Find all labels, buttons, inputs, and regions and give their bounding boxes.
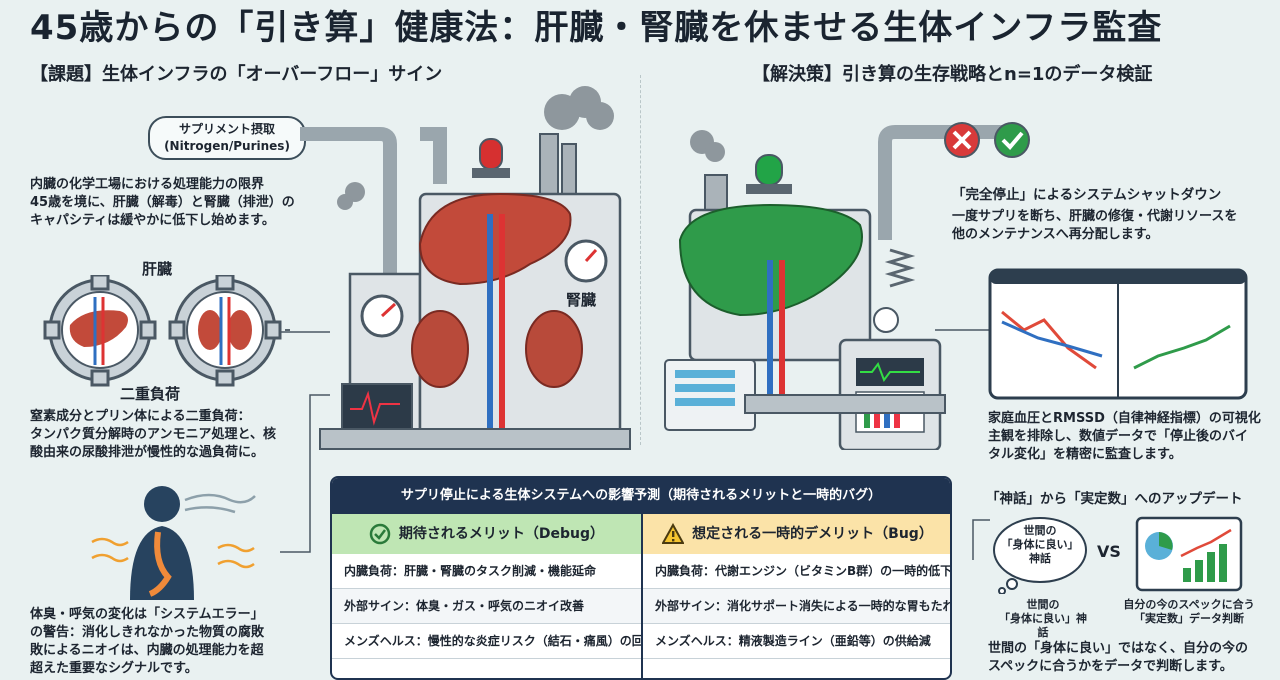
breath-wave-icon — [184, 493, 256, 514]
left-connector-lines — [280, 331, 330, 553]
odor-line2: の警告：消化しきれなかった物質の腐敗 — [30, 625, 265, 640]
person-breath-illustration — [91, 486, 256, 600]
bubble-line3: 神話 — [1029, 552, 1051, 565]
merit-column: 期待されるメリット（Debug） 内臓負荷：肝臓・腎臓のタスク削減・機能延命 外… — [332, 514, 641, 678]
update-heading: 「神話」から「実定数」へのアップデート — [986, 491, 1243, 507]
merit-header-label: 期待されるメリット（Debug） — [398, 526, 605, 542]
factory-kidney-label: 腎臓 — [566, 291, 597, 309]
vitals-line1: 家庭血圧とRMSSD（自律神経指標）の可視化 — [988, 411, 1261, 426]
bottom-right-text: 世間の「身体に良い」ではなく、自分の今の スペックに合うかをデータで判断します。 — [988, 640, 1248, 676]
double-load-line3: 酸由来の尿酸排泄が慢性的な過負荷に。 — [30, 445, 265, 460]
odor-wave-icon — [91, 537, 255, 569]
shutdown-text: 一度サプリを断ち、肝臓の修復・代謝リソースを 他のメンテナンスへ再分配します。 — [952, 208, 1237, 244]
merit-row: メンズヘルス：慢性的な炎症リスク（結石・痛風）の回避 — [332, 624, 641, 659]
organ-gears-illustration — [43, 275, 290, 387]
coil-spring-icon — [884, 248, 916, 288]
smoke-icon-small — [690, 130, 725, 162]
spec-caption-line1: 自分の今のスペックに合う — [1123, 598, 1255, 611]
intro-line3: キャパシティは緩やかに低下し始めます。 — [30, 213, 275, 228]
kidney-icon-left — [411, 310, 469, 388]
demerit-header: 想定される一時的デメリット（Bug） — [643, 514, 950, 554]
small-gauge-icon — [873, 307, 899, 333]
demerit-row: メンズヘルス：精液製造ライン（亜鉛等）の供給減 — [643, 624, 950, 659]
shutdown-title: 「完全停止」によるシステムシャットダウン — [952, 187, 1222, 203]
overloaded-factory-illustration — [300, 86, 631, 450]
demerit-header-label: 想定される一時的デメリット（Bug） — [692, 526, 933, 542]
center-divider — [640, 75, 641, 445]
bubble-line2: 「身体に良い」 — [1001, 538, 1079, 551]
vitals-line2: 主観を排除し、数値データで「停止後のバイ — [988, 429, 1249, 444]
myth-caption-line2: 「身体に良い」神話 — [999, 612, 1087, 639]
intro-line1: 内臓の化学工場における処理能力の限界 — [30, 177, 265, 192]
demerit-column: 想定される一時的デメリット（Bug） 内臓負荷：代謝エンジン（ビタミンB群）の一… — [641, 514, 950, 678]
odor-line3: 敗によるニオイは、内臓の処理能力を超 — [30, 643, 264, 658]
liver-icon — [418, 192, 572, 286]
supplement-pill-line1: サプリメント摂取 — [178, 122, 275, 136]
monitor-screen-icon — [341, 383, 413, 430]
intro-text: 内臓の化学工場における処理能力の限界 45歳を境に、肝臓（解毒）と腎臓（排泄）の… — [30, 176, 295, 230]
demerit-row: 外部サイン：消化サポート消失による一時的な胃もたれ — [643, 589, 950, 624]
left-section-heading: 【課題】生体インフラの「オーバーフロー」サイン — [30, 64, 443, 85]
spec-caption: 自分の今のスペックに合う 「実定数」データ判断 — [1114, 598, 1264, 626]
shutdown-line1: 一度サプリを断ち、肝臓の修復・代謝リソースを — [952, 209, 1238, 224]
supplement-pill-line2: (Nitrogen/Purines) — [164, 139, 290, 153]
spec-caption-line2: 「実定数」データ判断 — [1134, 612, 1244, 625]
cross-icon — [944, 122, 980, 158]
recovery-trend-line — [1133, 324, 1231, 370]
vs-label: VS — [1097, 542, 1121, 561]
vitals-text: 家庭血圧とRMSSD（自律神経指標）の可視化 主観を排除し、数値データで「停止後… — [988, 410, 1261, 464]
bottom-right-line1: 世間の「身体に良い」ではなく、自分の今の — [988, 641, 1249, 656]
kidney-icon-right — [525, 310, 583, 388]
kidney-gear-icon — [168, 275, 282, 387]
recovered-factory-illustration — [664, 125, 1020, 450]
intro-line2: 45歳を境に、肝臓（解毒）と腎臓（排泄）の — [30, 195, 295, 210]
double-load-text: 窒素成分とプリン体による二重負荷： タンパク質分解時のアンモニア処理と、核 酸由… — [30, 408, 276, 462]
double-load-line2: タンパク質分解時のアンモニア処理と、核 — [30, 427, 276, 442]
merit-row: 外部サイン：体臭・ガス・呼気のニオイ改善 — [332, 589, 641, 624]
spec-data-card-icon — [1135, 516, 1243, 592]
right-connector-lines — [935, 329, 990, 560]
status-light-icon — [755, 154, 783, 186]
rmssd-decline-line — [1001, 320, 1103, 358]
check-circle-icon — [369, 523, 391, 545]
supplement-pill: サプリメント摂取 (Nitrogen/Purines) — [148, 116, 306, 160]
myth-bubble-text: 世間の 「身体に良い」 神話 — [995, 524, 1085, 566]
shutdown-line2: 他のメンテナンスへ再分配します。 — [952, 227, 1159, 242]
vitals-line3: タル変化」を精密に監査します。 — [988, 447, 1182, 462]
bottom-right-line2: スペックに合うかをデータで判断します。 — [988, 659, 1233, 674]
liver-label: 肝臓 — [142, 260, 173, 278]
impact-forecast-panel: サプリ停止による生体システムへの影響予測（期待されるメリットと一時的バグ） 期待… — [330, 476, 952, 680]
right-section-heading: 【解決策】引き算の生存戦略とn=1のデータ検証 — [752, 64, 1153, 85]
page-title: 45歳からの「引き算」健康法：肝臓・腎臓を休ませる生体インフラ監査 — [30, 8, 1163, 48]
alarm-light-icon — [479, 138, 503, 170]
odor-line4: 超えた重要なシグナルです。 — [30, 661, 198, 676]
demerit-row: 内臓負荷：代謝エンジン（ビタミンB群）の一時的低下 — [643, 554, 950, 589]
double-load-line1: 窒素成分とプリン体による二重負荷： — [30, 409, 251, 424]
odor-line1: 体臭・呼気の変化は「システムエラー」 — [30, 607, 264, 622]
merit-header: 期待されるメリット（Debug） — [332, 514, 641, 554]
smoke-icon — [337, 86, 614, 210]
warning-icon — [662, 523, 685, 544]
vitals-dashboard-illustration — [988, 268, 1248, 400]
check-icon — [994, 122, 1030, 158]
merit-row: 内臓負荷：肝臓・腎臓のタスク削減・機能延命 — [332, 554, 641, 589]
blood-pressure-trend-line — [1001, 310, 1097, 370]
thought-bubble-icon — [993, 517, 1087, 594]
odor-text: 体臭・呼気の変化は「システムエラー」 の警告：消化しきれなかった物質の腐敗 敗に… — [30, 606, 264, 678]
double-load-label: 二重負荷 — [120, 385, 181, 403]
bubble-line1: 世間の — [1023, 524, 1057, 537]
myth-caption-line1: 世間の — [1026, 598, 1060, 611]
myth-caption: 世間の 「身体に良い」神話 — [998, 598, 1088, 640]
stop-go-icons — [944, 122, 1030, 158]
liver-gear-icon — [43, 275, 157, 387]
panel-title: サプリ停止による生体システムへの影響予測（期待されるメリットと一時的バグ） — [332, 478, 950, 514]
